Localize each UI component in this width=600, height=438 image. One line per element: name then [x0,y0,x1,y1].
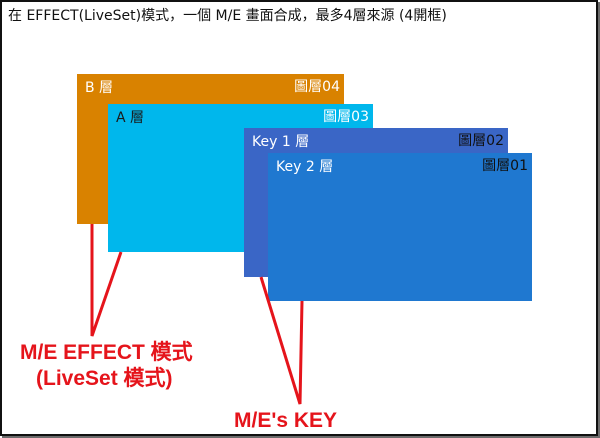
layer-key2-box: Key 2 層 圖層01 [268,153,532,301]
effect-connector [90,224,123,337]
liveset-mode-label: (LiveSet 模式) [36,367,173,390]
layer-b-label: B 層 [85,80,114,96]
diagram-caption: 在 EFFECT(LiveSet)模式，一個 M/E 畫面合成，最多4層來源 (… [8,8,447,24]
layer-a-label: A 層 [116,110,145,126]
layer-key1-label: Key 1 層 [252,134,310,150]
connector-lines [90,224,304,405]
layer-key1-tag: 圖層02 [458,133,504,149]
effect-mode-label: M/E EFFECT 模式 [20,341,193,364]
layer-key2-label: Key 2 層 [276,159,334,175]
me-key-label: M/E's KEY [234,409,338,432]
layer-b-tag: 圖層04 [294,79,340,95]
layer-a-tag: 圖層03 [323,109,369,125]
key-connector [259,276,304,405]
layer-key2-tag: 圖層01 [482,158,528,174]
